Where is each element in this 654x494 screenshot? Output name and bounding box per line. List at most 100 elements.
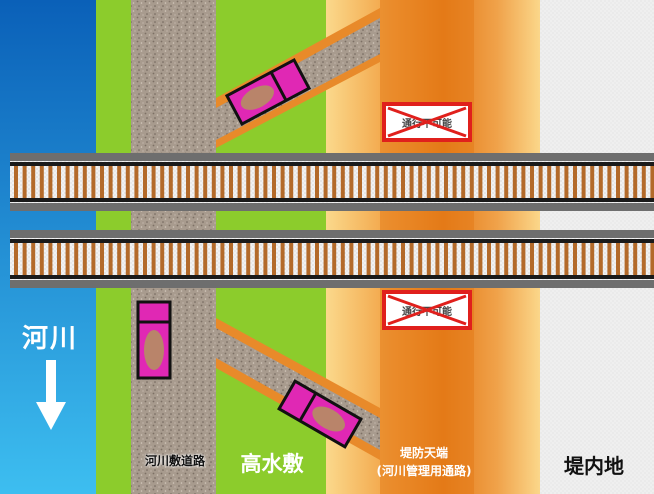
railway-tie	[590, 164, 595, 200]
railway-tie	[530, 164, 534, 200]
railway-tie	[573, 164, 577, 200]
no-entry-sign-bottom: 通行不可能	[382, 290, 472, 330]
railway-tie	[65, 164, 70, 200]
railway-tie	[650, 164, 654, 200]
railway-tie	[57, 241, 61, 277]
railway-tie	[358, 241, 362, 277]
railway-tie	[237, 164, 242, 200]
no-entry-sign-top: 通行不可能	[382, 102, 472, 142]
railway-tie	[306, 241, 311, 277]
railway-tie	[521, 241, 526, 277]
railway-tie	[340, 241, 345, 277]
railway-tie	[461, 164, 466, 200]
railway-tie	[280, 164, 285, 200]
railway-tie	[194, 164, 199, 200]
railway-tie	[332, 241, 337, 277]
railway-tie	[125, 164, 130, 200]
railway-tie	[289, 241, 294, 277]
railway-tie	[108, 241, 113, 277]
railway-tie	[186, 241, 190, 277]
railway-tie	[74, 241, 79, 277]
railway-tie	[100, 164, 104, 200]
railway-tie	[39, 241, 44, 277]
railway-tie	[203, 164, 208, 200]
railway-tie	[409, 164, 414, 200]
railway-tie	[254, 164, 259, 200]
railway-tie	[598, 241, 603, 277]
railway-tie	[633, 164, 638, 200]
railway-tie	[504, 241, 509, 277]
levee-crown-sublabel: (河川管理用通路)	[376, 464, 472, 478]
railway-tie	[272, 164, 276, 200]
railway-tie	[366, 241, 371, 277]
railway-tie	[22, 241, 27, 277]
railway-tie	[495, 241, 500, 277]
railway-tie	[220, 164, 225, 200]
railway-tie	[323, 241, 328, 277]
railway-tie	[14, 164, 18, 200]
railway-tie	[624, 164, 629, 200]
railway-tie	[220, 241, 225, 277]
railway-tie	[74, 164, 79, 200]
railway-tie	[14, 241, 18, 277]
railway-tie	[254, 241, 259, 277]
railway-tie	[521, 164, 526, 200]
levee-crown-label: 堤防天端 (河川管理用通路)	[366, 444, 482, 480]
railway-tie	[323, 164, 328, 200]
railway-tie	[607, 241, 612, 277]
railway-tie	[512, 164, 517, 200]
railway-tie	[48, 164, 53, 200]
railway-tie	[598, 164, 603, 200]
railway-tie	[358, 164, 362, 200]
railway-tie	[134, 241, 139, 277]
river-label: 河川	[22, 324, 79, 354]
railway-tie	[401, 241, 405, 277]
railway-tie	[160, 164, 165, 200]
railway-tie	[168, 164, 173, 200]
railway-tie	[633, 241, 638, 277]
railway-tie	[581, 241, 586, 277]
railway-tie	[555, 241, 560, 277]
railway-tie	[315, 164, 319, 200]
railway-tie	[39, 164, 44, 200]
railway-tie	[469, 164, 474, 200]
railway-tie	[512, 241, 517, 277]
railway-tie	[349, 241, 354, 277]
railway-tie	[117, 241, 122, 277]
railway-tie	[246, 241, 251, 277]
railway-tie	[57, 164, 61, 200]
railway-tie	[487, 241, 491, 277]
railway-tie	[547, 164, 552, 200]
arrow-down-icon	[36, 360, 66, 430]
railway-tie	[452, 164, 457, 200]
railway-tie	[538, 241, 543, 277]
railway-tie	[418, 241, 423, 277]
railway-tie	[555, 164, 560, 200]
railway-tie	[392, 241, 397, 277]
railway-tie	[564, 241, 569, 277]
inland-label: 堤内地	[564, 454, 624, 478]
railway-tie	[177, 164, 182, 200]
railway-tie	[392, 164, 397, 200]
railway-tie	[444, 164, 448, 200]
railway-tie	[151, 164, 156, 200]
railway-tie	[125, 241, 130, 277]
railway-tie	[117, 164, 122, 200]
railway-tie	[641, 164, 646, 200]
railway-tie	[444, 241, 448, 277]
railway-tie	[151, 241, 156, 277]
railway-tie	[375, 241, 380, 277]
railway-tie	[487, 164, 491, 200]
railway-tie	[100, 241, 104, 277]
railway-tie	[573, 241, 577, 277]
railway-tie	[624, 241, 629, 277]
railway-tie	[332, 164, 337, 200]
railway-tie	[495, 164, 500, 200]
railway-tie	[237, 241, 242, 277]
railway-tie	[203, 241, 208, 277]
railway-tie	[418, 164, 423, 200]
railway-tie	[590, 241, 595, 277]
railway-tie	[263, 241, 268, 277]
railway-tie	[461, 241, 466, 277]
